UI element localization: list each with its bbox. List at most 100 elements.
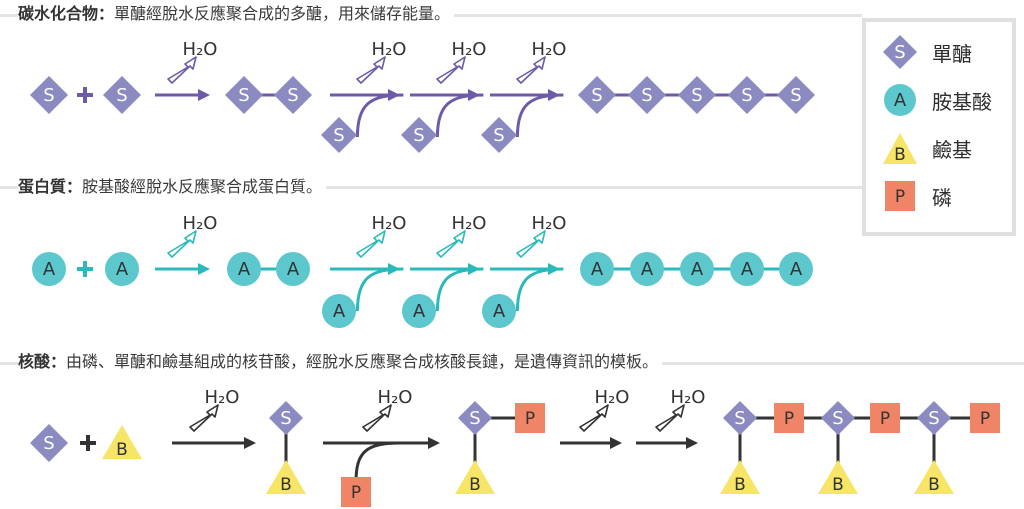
monosaccharide-label: S [832, 408, 843, 429]
square-shape [885, 181, 915, 211]
water-label: H₂O [372, 213, 407, 234]
reaction-arrowhead [244, 437, 256, 449]
legend-symbol-s: S [894, 42, 905, 63]
amino-acid-label: A [413, 301, 426, 322]
monosaccharide-diamond [225, 76, 263, 114]
legend-label-phosphate: 磷 [932, 185, 952, 210]
monosaccharide-diamond [401, 117, 437, 153]
legend-symbol-p: P [895, 187, 905, 207]
reaction-branch [515, 93, 564, 138]
monosaccharide-diamond [728, 76, 766, 114]
reaction-arrowhead [198, 263, 210, 275]
monosaccharide-diamond [777, 76, 815, 114]
water-release-arrow [167, 56, 197, 84]
phosphate-label: P [980, 409, 990, 429]
base-triangle [455, 460, 495, 494]
water-label: H₂O [378, 387, 413, 408]
amino-acid-circle [630, 252, 664, 286]
amino-acid-circle [402, 294, 436, 328]
amino-acid-label: A [741, 259, 754, 280]
monosaccharide-diamond [269, 401, 303, 435]
reaction-branch [435, 267, 484, 312]
carb-description: 單醣經脫水反應聚合成的多醣，用來儲存能量。 [114, 4, 451, 23]
protein-divider [0, 186, 862, 189]
monosaccharide-label: S [691, 85, 702, 106]
monosaccharide-label: S [287, 85, 298, 106]
monosaccharide-diamond [458, 401, 492, 435]
amino-acid-circle [779, 252, 813, 286]
monosaccharide-label: S [413, 125, 424, 146]
reaction-branch [355, 267, 404, 312]
reaction-branch [355, 93, 404, 138]
monosaccharide-diamond [628, 76, 666, 114]
water-release-arrow [516, 230, 546, 258]
nucleic-heading: 核酸：由磷、單醣和鹼基組成的核苷酸，經脫水反應聚合成核酸長鏈，是遺傳資訊的模板。 [18, 348, 663, 372]
legend-symbol-b: B [894, 145, 906, 165]
monosaccharide-diamond [821, 401, 855, 435]
monosaccharide-label: S [734, 408, 745, 429]
water-label: H₂O [372, 39, 407, 60]
water-release-arrow [356, 230, 386, 258]
base-triangle [914, 460, 954, 494]
reaction-arrowhead [686, 437, 698, 449]
diamond-icon: S [883, 35, 917, 69]
legend-label-amino-acid: 胺基酸 [932, 89, 992, 114]
base-triangle [102, 425, 142, 459]
base-label: B [280, 475, 292, 495]
phosphate-square [970, 403, 1000, 433]
reaction-arrowhead [198, 89, 210, 101]
amino-acid-circle [680, 252, 714, 286]
water-release-arrow [362, 404, 392, 432]
amino-acid-label: A [116, 259, 129, 280]
water-release-arrow [436, 56, 466, 84]
legend-item-phosphate: P 磷 [882, 176, 952, 216]
amino-acid-circle [730, 252, 764, 286]
legend: S 單醣 A 胺基酸 B 鹼基 P 磷 [862, 18, 1016, 236]
amino-acid-circle [482, 294, 516, 328]
phosphate-square [515, 403, 545, 433]
monosaccharide-label: S [591, 85, 602, 106]
monosaccharide-label: S [469, 408, 480, 429]
water-label: H₂O [452, 213, 487, 234]
reaction-arrowhead [428, 437, 440, 449]
amino-acid-label: A [591, 259, 604, 280]
legend-item-amino-acid: A 胺基酸 [882, 80, 992, 120]
base-label: B [832, 475, 844, 495]
monosaccharide-label: S [116, 85, 127, 106]
nucleic-title: 核酸： [18, 352, 67, 371]
monosaccharide-diamond [578, 76, 616, 114]
reaction-arrowhead [610, 437, 622, 449]
monosaccharide-label: S [928, 408, 939, 429]
amino-acid-label: A [641, 259, 654, 280]
water-release-arrow [516, 56, 546, 84]
base-triangle [818, 460, 858, 494]
amino-acid-circle [276, 252, 310, 286]
water-label: H₂O [205, 387, 240, 408]
monosaccharide-diamond [321, 117, 357, 153]
base-triangle [720, 460, 760, 494]
water-label: H₂O [183, 213, 218, 234]
base-label: B [116, 440, 128, 460]
triangle-shape [883, 133, 917, 164]
monosaccharide-diamond [30, 76, 68, 114]
water-label: H₂O [532, 213, 567, 234]
legend-item-monosaccharide: S 單醣 [882, 32, 972, 72]
water-release-arrow [655, 404, 685, 432]
amino-acid-label: A [493, 301, 506, 322]
reaction-branch [515, 267, 564, 312]
base-triangle [266, 460, 306, 494]
monosaccharide-diamond [917, 401, 951, 435]
monosaccharide-label: S [741, 85, 752, 106]
protein-heading: 蛋白質：胺基酸經脫水反應聚合成蛋白質。 [18, 173, 327, 197]
monosaccharide-diamond [678, 76, 716, 114]
water-label: H₂O [452, 39, 487, 60]
protein-title: 蛋白質： [18, 177, 83, 196]
water-release-arrow [167, 230, 197, 258]
amino-acid-circle [105, 252, 139, 286]
water-label: H₂O [532, 39, 567, 60]
circle-icon: A [884, 84, 916, 116]
monosaccharide-label: S [280, 408, 291, 429]
water-release-arrow [579, 404, 609, 432]
water-release-arrow [189, 404, 219, 432]
